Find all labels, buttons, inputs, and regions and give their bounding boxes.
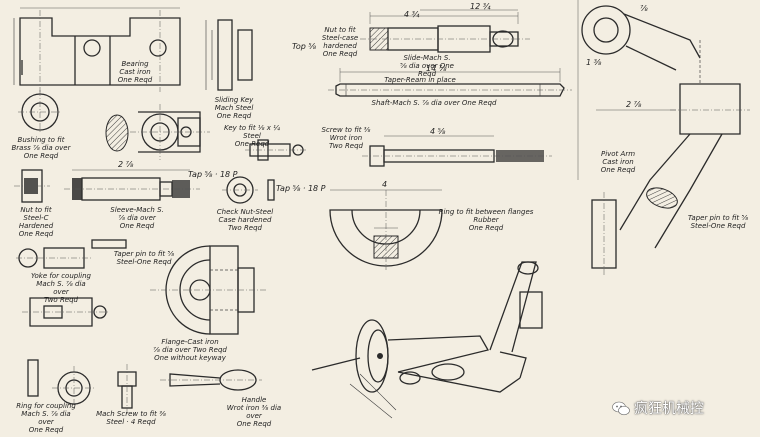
dim-pivot-frac: 1 ⅜ bbox=[586, 58, 602, 67]
flange-part bbox=[150, 245, 266, 335]
yoke-part bbox=[16, 239, 127, 327]
label-yoke: Yoke for coupling Mach S. ⅞ dia over Two… bbox=[30, 272, 91, 304]
pivot-arm-part bbox=[577, 0, 750, 276]
watermark-text: 疯狂机械控 bbox=[634, 401, 704, 417]
label-ring-coupling: Ring for coupling Mach S. ⅞ dia over One… bbox=[16, 402, 76, 434]
label-key-to-fit: Key to fit ⅛ x ¼ Steel One Reqd bbox=[224, 124, 280, 148]
label-taper-pin-right: Taper pin to fit ⅝ Steel-One Reqd bbox=[687, 214, 749, 230]
label-shaft: Shaft-Mach S. ⅞ dia over One Reqd bbox=[371, 99, 497, 107]
label-pivot-arm: Pivot Arm Cast iron One Reqd bbox=[600, 150, 636, 174]
nut-left-part bbox=[14, 169, 50, 203]
dim-top-frac: Top ⅝ bbox=[292, 42, 317, 51]
bushing-part bbox=[18, 90, 62, 134]
wechat-icon bbox=[612, 401, 630, 415]
label-taper-pin-left: Taper pin to fit ⅝ Steel-One Reqd bbox=[113, 250, 175, 266]
dim-shaft-len: 14 ⅞ bbox=[426, 64, 447, 73]
label-ring-flanges: Ring to fit between flanges Rubber One R… bbox=[438, 208, 534, 232]
label-nut-left: Nut to fit Steel-C Hardened One Reqd bbox=[18, 206, 54, 238]
dim-screw-len: 4 ⅝ bbox=[430, 127, 446, 136]
dim-sleeve-len: 2 ⅞ bbox=[118, 160, 134, 169]
label-check-nut: Check Nut-Steel Case hardened Two Reqd bbox=[216, 208, 274, 232]
slide-part bbox=[360, 9, 530, 53]
dim-ring-width: 4 bbox=[382, 180, 388, 189]
mach-screw-part bbox=[117, 364, 137, 414]
label-screw: Screw to fit ⅜ Wrot iron Two Reqd bbox=[321, 126, 371, 150]
label-sleeve: Sleeve-Mach S. ⅞ dia over One Reqd bbox=[110, 206, 164, 230]
dim-tap-left: Tap ⅝ · 18 P bbox=[188, 170, 238, 179]
handle-part bbox=[160, 369, 262, 391]
key-part bbox=[245, 139, 308, 161]
check-nut-part bbox=[222, 176, 275, 204]
rubber-ring-part bbox=[329, 189, 443, 270]
label-slide: Slide-Mach S. ⅝ dia over One Reqd bbox=[399, 54, 454, 78]
ring-coupling-part bbox=[27, 359, 96, 410]
label-nut: Nut to fit Steel-case hardened One Reqd bbox=[321, 26, 359, 58]
shaft-part bbox=[328, 68, 572, 97]
dim-tap-right: Tap ⅝ · 18 P bbox=[276, 184, 326, 193]
hub-part bbox=[105, 104, 210, 160]
bearing-part bbox=[13, 7, 181, 92]
label-sliding-key: Sliding Key Mach Steel One Reqd bbox=[214, 96, 254, 120]
dim-pivot-len: 2 ⅞ bbox=[626, 100, 642, 109]
label-bushing: Bushing to fit Brass ⅞ dia over One Reqd bbox=[11, 136, 71, 160]
label-flange: Flange-Cast iron ⅞ dia over Two Reqd One… bbox=[153, 338, 227, 362]
dim-pivot-top: ⅞ bbox=[640, 4, 648, 13]
sleeve-part bbox=[64, 169, 200, 201]
label-bearing: Bearing Cast iron One Reqd bbox=[117, 60, 153, 84]
dim-top-right-len: 12 ¾ bbox=[470, 2, 491, 11]
sliding-key-part bbox=[205, 19, 253, 91]
label-handle: Handle Wrot iron ⅜ dia over One Reqd bbox=[226, 396, 282, 428]
label-taper-ream: Taper-Ream in place bbox=[384, 76, 456, 84]
dim-slide-top: 4 ¾ bbox=[404, 10, 420, 19]
label-mach-screw: Mach Screw to fit ⅜ Steel · 4 Reqd bbox=[96, 410, 166, 426]
watermark: 疯狂机械控 bbox=[612, 398, 704, 418]
screw-part bbox=[362, 135, 552, 167]
assembly-view bbox=[311, 261, 543, 419]
